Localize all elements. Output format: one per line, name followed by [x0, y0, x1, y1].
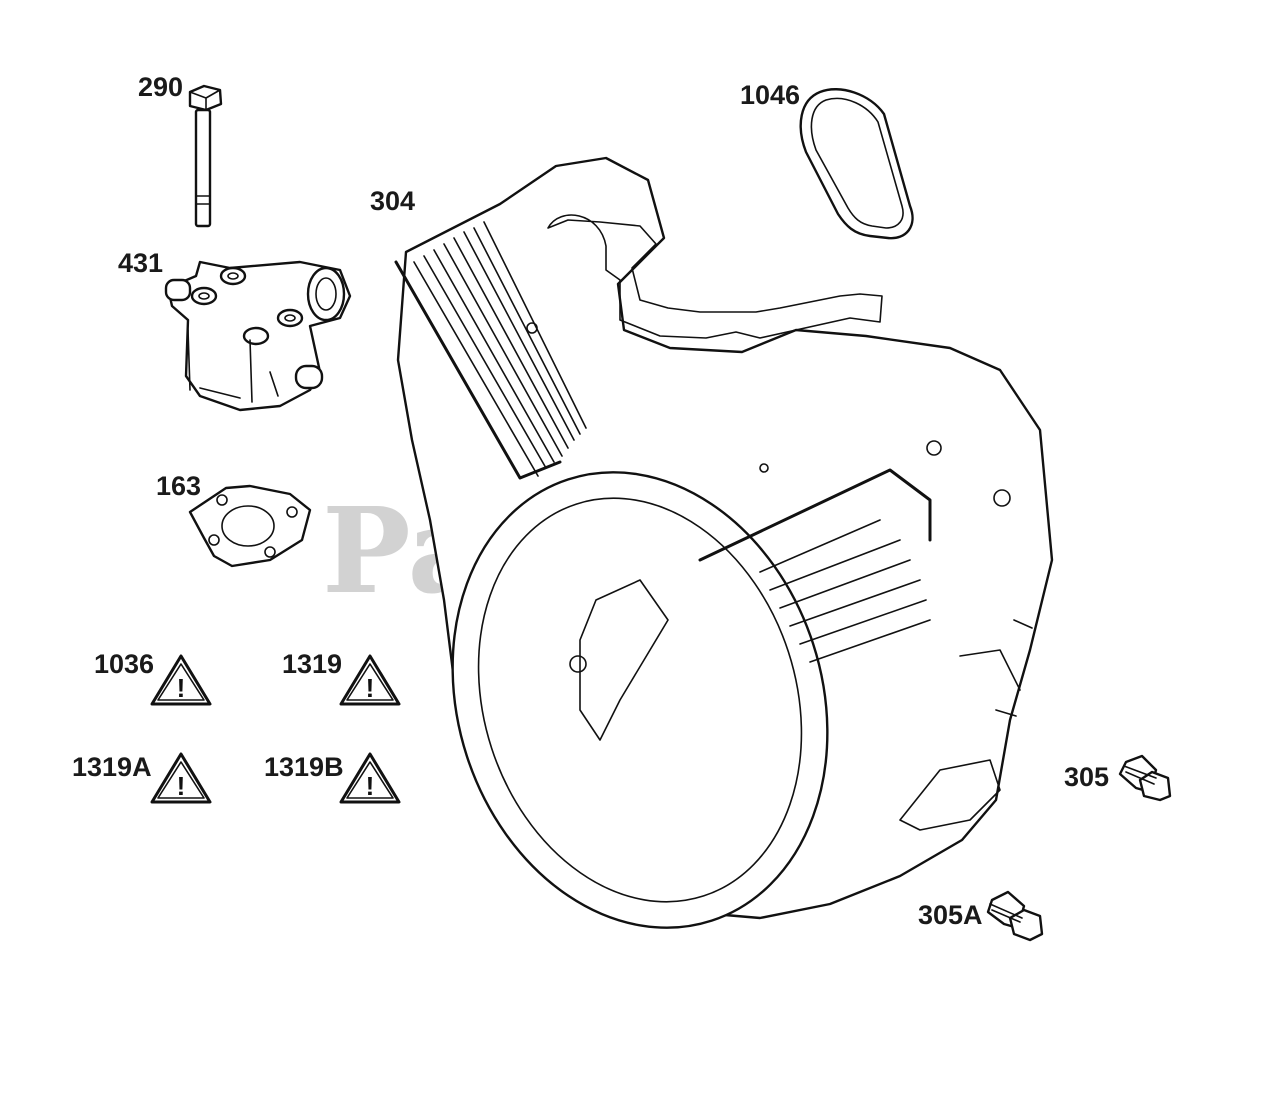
part-304-blower-housing[interactable] — [394, 156, 1054, 977]
callout-1319a[interactable]: 1319A — [72, 752, 152, 782]
callout-431[interactable]: 431 — [118, 248, 163, 278]
warning-label-1319[interactable]: ! — [339, 654, 401, 706]
callout-290[interactable]: 290 — [138, 72, 183, 102]
part-163-gasket[interactable] — [188, 484, 312, 568]
warning-label-1036[interactable]: ! — [150, 654, 212, 706]
callout-labels: 290 431 163 304 1046 1036 1319 1319A 131… — [72, 72, 1109, 930]
callout-305[interactable]: 305 — [1064, 762, 1109, 792]
warning-exclamation-icon: ! — [177, 673, 186, 703]
callout-1046[interactable]: 1046 — [740, 80, 800, 110]
callout-163[interactable]: 163 — [156, 471, 201, 501]
callout-1036[interactable]: 1036 — [94, 649, 154, 679]
warning-exclamation-icon: ! — [366, 771, 375, 801]
part-431-intake-elbow[interactable] — [164, 260, 352, 412]
callout-305a[interactable]: 305A — [918, 900, 983, 930]
part-305-screw[interactable] — [1118, 754, 1172, 802]
callout-304[interactable]: 304 — [370, 186, 415, 216]
part-290-bolt[interactable] — [188, 84, 223, 228]
callout-1319[interactable]: 1319 — [282, 649, 342, 679]
warning-label-1319b[interactable]: ! — [339, 752, 401, 804]
callout-1319b[interactable]: 1319B — [264, 752, 344, 782]
part-1046-seal[interactable] — [799, 88, 914, 240]
warning-label-1319a[interactable]: ! — [150, 752, 212, 804]
warning-exclamation-icon: ! — [366, 673, 375, 703]
warning-exclamation-icon: ! — [177, 771, 186, 801]
part-305a-screw[interactable] — [986, 890, 1044, 942]
